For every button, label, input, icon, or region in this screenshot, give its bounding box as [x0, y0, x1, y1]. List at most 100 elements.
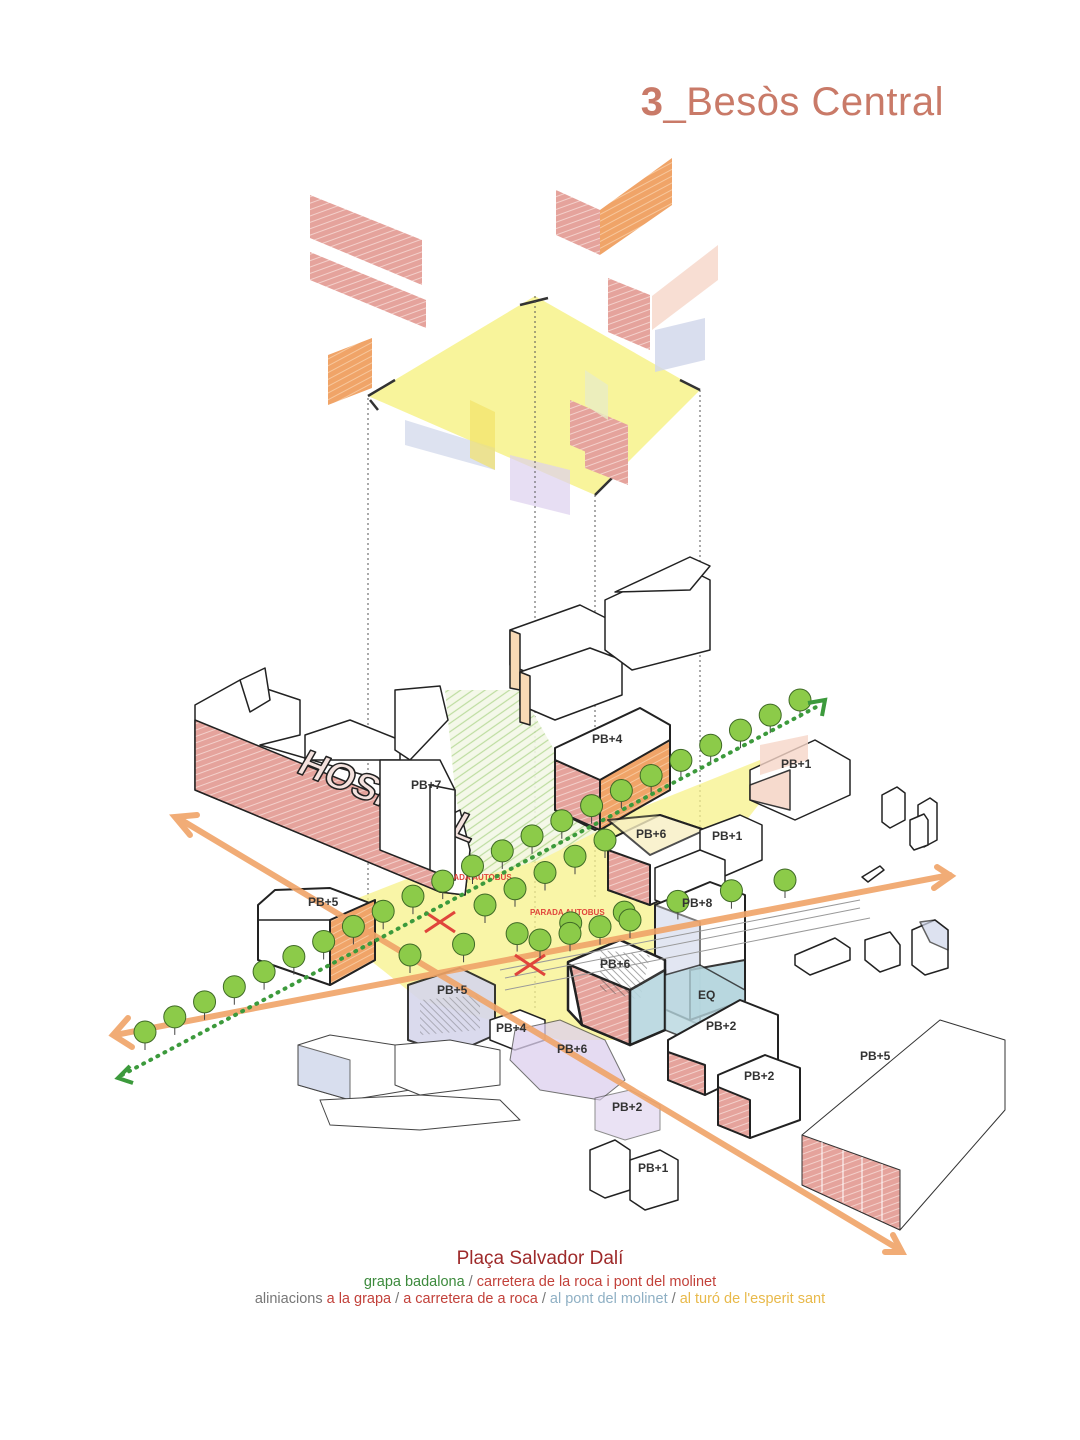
tree	[312, 929, 336, 953]
tree	[505, 922, 529, 946]
label-pb7: PB+7	[411, 778, 442, 792]
caption-title: Plaça Salvador Dalí	[456, 1248, 624, 1269]
tree	[452, 932, 476, 956]
tree	[728, 718, 752, 742]
top-buildings	[509, 556, 711, 726]
label-pb2-b: PB+2	[744, 1069, 775, 1083]
floating-pink-panel-4	[570, 400, 628, 470]
label-pb5-right: PB+5	[860, 1049, 891, 1063]
tree	[580, 794, 604, 818]
caption-turo: al turó de l'esperit sant	[679, 1291, 826, 1307]
label-pb6-purple: PB+6	[557, 1042, 588, 1056]
tree	[222, 975, 246, 999]
tree	[503, 877, 527, 901]
caption-sep: /	[464, 1274, 477, 1290]
floating-pale-panel	[585, 370, 608, 420]
tree	[133, 1020, 157, 1044]
tree	[719, 879, 743, 903]
label-pb1-mid: PB+1	[712, 829, 743, 843]
tree	[193, 990, 217, 1014]
label-pb5-left: PB+5	[308, 895, 339, 909]
base-city: HOSPITAL	[108, 556, 1006, 1255]
caption-aliniacions: aliniacions	[254, 1291, 323, 1307]
floating-pink-panel-3	[608, 278, 650, 350]
label-pb8: PB+8	[682, 896, 713, 910]
tree	[758, 703, 782, 727]
axis-grapa	[175, 815, 903, 1253]
tree	[563, 844, 587, 868]
floating-orange-panel-3	[328, 338, 372, 405]
building-pb2-b	[717, 1054, 801, 1139]
right-buildings	[794, 919, 949, 976]
green-hatched-park	[445, 690, 600, 880]
label-pb1-bottom: PB+1	[638, 1161, 669, 1175]
floating-lavender-panel	[510, 455, 570, 515]
tree	[669, 748, 693, 772]
tree	[431, 869, 455, 893]
building-pb1-right	[749, 735, 851, 821]
tree	[520, 824, 544, 848]
tree	[341, 914, 365, 938]
tree	[252, 960, 276, 984]
floating-orange-panel-1	[556, 190, 600, 255]
tree	[593, 828, 617, 852]
tree	[163, 1005, 187, 1029]
tree	[282, 945, 306, 969]
title-number: 3	[640, 80, 664, 124]
tree	[528, 928, 552, 952]
caption-carretera-roca: a carretera de a roca	[403, 1291, 538, 1307]
tree	[490, 839, 514, 863]
tree	[788, 688, 812, 712]
tree	[558, 921, 582, 945]
label-pb2-a: PB+2	[706, 1019, 737, 1033]
axis-carretera	[112, 872, 953, 1038]
label-pb5-center: PB+5	[437, 983, 468, 997]
building-pb6-center	[566, 938, 667, 1047]
caption-sep-1: /	[391, 1291, 404, 1307]
green-route	[114, 697, 828, 1085]
tree	[371, 899, 395, 923]
crosses	[424, 910, 546, 977]
tree	[401, 884, 425, 908]
caption-a-la-grapa: a la grapa	[322, 1291, 392, 1307]
caption-sep-2: /	[537, 1291, 550, 1307]
label-pb2-c: PB+2	[612, 1100, 643, 1114]
title-text: _Besòs Central	[663, 80, 944, 124]
tree	[588, 915, 612, 939]
tree	[398, 943, 422, 967]
floating-pink-panel-2	[310, 252, 426, 328]
caption-carretera: carretera de la roca i pont del molinet	[476, 1274, 717, 1290]
floating-pink-panel-1	[310, 195, 422, 285]
label-pb4-small: PB+4	[496, 1021, 527, 1035]
building-pb5-center	[407, 967, 496, 1056]
caption-pont-molinet: al pont del molinet	[549, 1291, 668, 1307]
building-pb6-purple	[509, 1019, 626, 1101]
label-pb6-center: PB+6	[600, 957, 631, 971]
floating-light-panel	[652, 245, 718, 330]
floating-blue-panel-1	[655, 318, 705, 372]
page-title: 3_Besòs Central	[641, 80, 944, 125]
floating-yellow-panel	[470, 400, 495, 470]
tree	[666, 889, 690, 913]
tree	[773, 868, 797, 892]
tree	[473, 893, 497, 917]
exploded-layer	[310, 158, 718, 515]
tree	[533, 861, 557, 884]
tree	[699, 733, 723, 757]
tree	[639, 763, 663, 787]
tree	[461, 854, 484, 878]
rail-tracks	[499, 899, 871, 991]
label-pb4-top: PB+4	[592, 732, 623, 746]
building-pb1-bottom	[589, 1139, 679, 1211]
caption-sep-3: /	[667, 1291, 680, 1307]
small-towers	[861, 786, 938, 883]
lower-left-buildings	[297, 1034, 521, 1131]
caption-line-1: grapa badalona / carretera de la roca i …	[0, 1274, 1080, 1290]
floating-pink-panel-5	[585, 448, 628, 485]
caption-line-2: aliniacions a la grapa / a carretera de …	[0, 1291, 1080, 1307]
tree	[609, 779, 633, 803]
label-pb1-right: PB+1	[781, 757, 812, 771]
building-pb7	[379, 759, 456, 881]
axis-arrows	[108, 812, 957, 1255]
